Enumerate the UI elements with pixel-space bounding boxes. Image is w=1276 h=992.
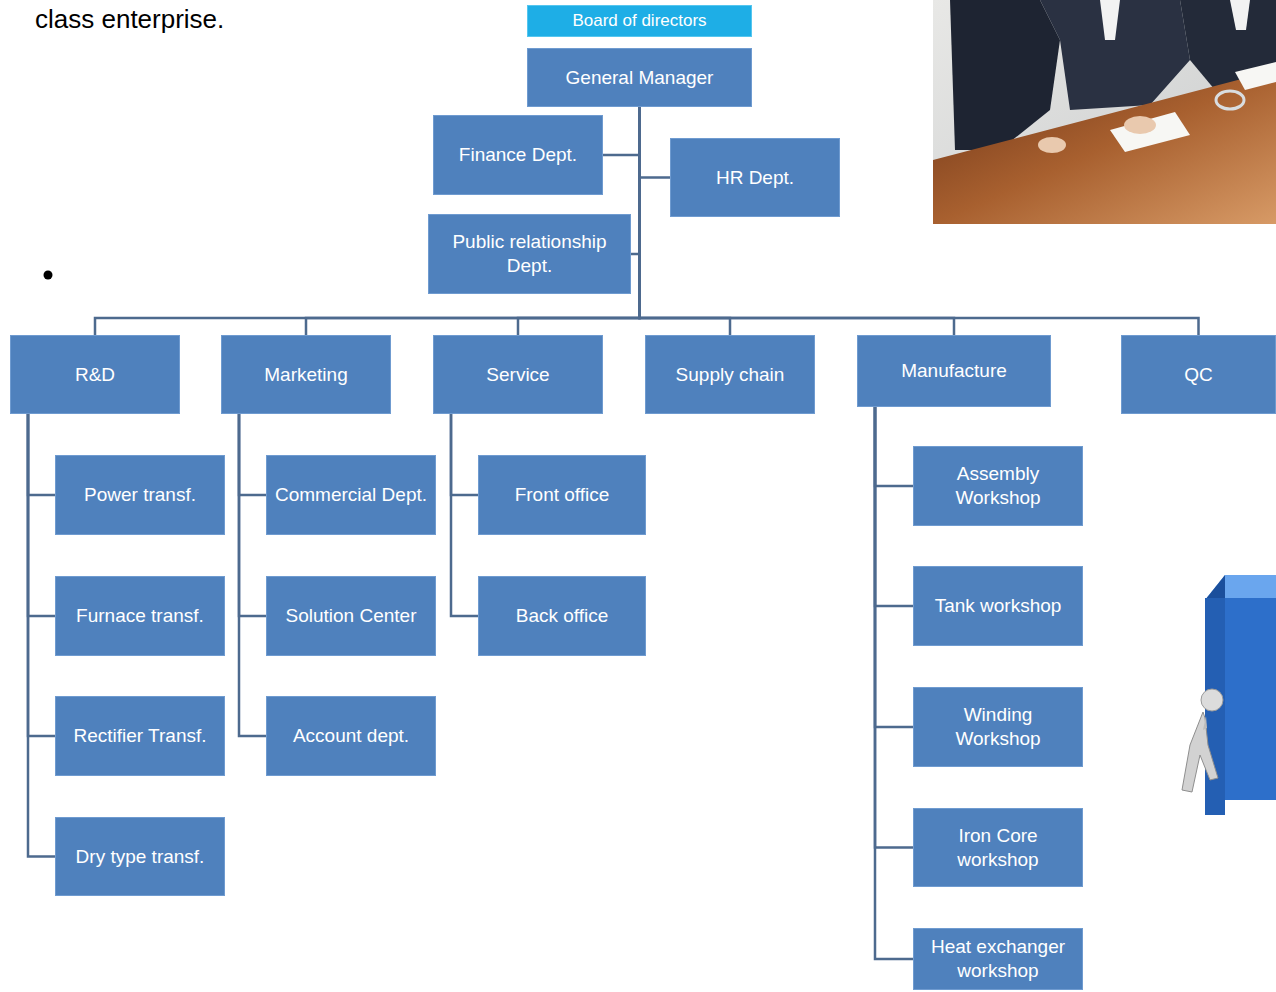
box-text: Public relationship Dept. xyxy=(435,230,624,278)
workshop-box: Tank workshop xyxy=(913,566,1083,646)
box-text: Rectifier Transf. xyxy=(73,724,206,748)
manager-box: General Manager xyxy=(527,48,752,107)
unit-box: Back office xyxy=(478,576,646,656)
box-text: Back office xyxy=(516,604,609,628)
connector xyxy=(451,414,478,495)
connector xyxy=(640,107,955,335)
box-text: Furnace transf. xyxy=(76,604,204,628)
box-text: Tank workshop xyxy=(935,594,1062,618)
connector xyxy=(28,414,55,616)
box-text: Iron Core workshop xyxy=(920,824,1076,872)
unit-box: Furnace transf. xyxy=(55,576,225,656)
box-text: Finance Dept. xyxy=(459,143,577,167)
division-box: Supply chain xyxy=(645,335,815,414)
box-text: Manufacture xyxy=(901,359,1007,383)
division-box: Service xyxy=(433,335,603,414)
connector xyxy=(875,407,913,848)
unit-box: Dry type transf. xyxy=(55,817,225,896)
unit-box: Front office xyxy=(478,455,646,535)
connector xyxy=(239,414,266,616)
box-text: Account dept. xyxy=(293,724,409,748)
staff-dept-box: Public relationship Dept. xyxy=(428,214,631,294)
unit-box: Commercial Dept. xyxy=(266,455,436,535)
meeting-photo xyxy=(933,0,1276,224)
box-text: Front office xyxy=(515,483,610,507)
connector xyxy=(603,107,640,155)
connector xyxy=(239,414,266,495)
connector xyxy=(451,414,478,616)
staff-dept-box: HR Dept. xyxy=(670,138,840,217)
box-text: Board of directors xyxy=(572,10,706,31)
connector xyxy=(640,107,671,178)
box-text: Winding Workshop xyxy=(920,703,1076,751)
box-text: Supply chain xyxy=(676,363,785,387)
connector xyxy=(875,407,913,606)
heading-fragment: class enterprise. xyxy=(35,4,224,35)
connector xyxy=(239,414,266,736)
workshop-box: Winding Workshop xyxy=(913,687,1083,767)
division-box: R&D xyxy=(10,335,180,414)
division-box: QC xyxy=(1121,335,1276,414)
box-text: HR Dept. xyxy=(716,166,794,190)
connector xyxy=(95,107,640,335)
unit-box: Power transf. xyxy=(55,455,225,535)
workshop-box: Assembly Workshop xyxy=(913,446,1083,526)
connector xyxy=(28,414,55,736)
box-text: Service xyxy=(486,363,549,387)
box-text: Power transf. xyxy=(84,483,196,507)
box-text: Solution Center xyxy=(286,604,417,628)
connector xyxy=(631,107,640,254)
connector xyxy=(875,407,913,486)
unit-box: Solution Center xyxy=(266,576,436,656)
board-box: Board of directors xyxy=(527,5,752,37)
box-text: QC xyxy=(1184,363,1213,387)
box-text: Heat exchanger workshop xyxy=(920,935,1076,983)
unit-box: Rectifier Transf. xyxy=(55,696,225,776)
division-box: Marketing xyxy=(221,335,391,414)
workshop-box: Iron Core workshop xyxy=(913,808,1083,887)
connector xyxy=(875,407,913,727)
pushing-figure xyxy=(1182,575,1276,815)
box-text: Marketing xyxy=(264,363,347,387)
connector xyxy=(306,107,640,335)
connector xyxy=(28,414,55,857)
box-text: R&D xyxy=(75,363,115,387)
box-text: General Manager xyxy=(566,66,714,90)
connector xyxy=(640,107,1199,335)
unit-box: Account dept. xyxy=(266,696,436,776)
box-text: Dry type transf. xyxy=(76,845,205,869)
staff-dept-box: Finance Dept. xyxy=(433,115,603,195)
bullet-dot xyxy=(44,271,53,280)
box-text: Assembly Workshop xyxy=(920,462,1076,510)
division-box: Manufacture xyxy=(857,335,1051,407)
workshop-box: Heat exchanger workshop xyxy=(913,928,1083,990)
connector xyxy=(875,407,913,959)
connector xyxy=(28,414,55,495)
box-text: Commercial Dept. xyxy=(275,483,427,507)
